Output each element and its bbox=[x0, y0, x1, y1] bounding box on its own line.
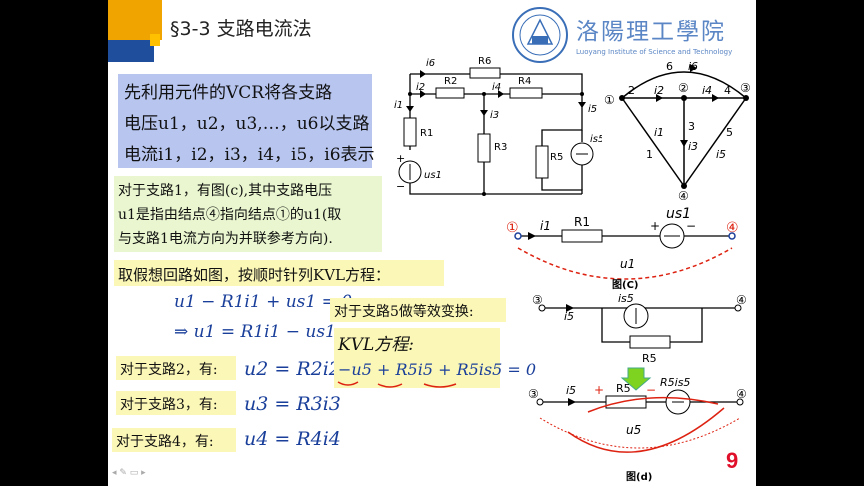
graph-i1-label: i1 bbox=[654, 126, 664, 139]
figd-minus-label: − bbox=[646, 383, 656, 397]
graph-branch-2-label: 2 bbox=[628, 84, 635, 97]
kvl-box: KVL方程: −u5 + R5i5 + R5is5 = 0 bbox=[334, 328, 536, 388]
kvl-label: KVL方程: bbox=[338, 335, 414, 355]
circuit-i3-label: i3 bbox=[490, 110, 499, 121]
figc-us1-label: us1 bbox=[666, 206, 691, 222]
graph-i6-label: i6 bbox=[688, 60, 698, 73]
graph-node-3: ③ bbox=[740, 81, 751, 95]
graph-node-1: ① bbox=[604, 93, 615, 107]
slide-title: §3-3 支路电流法 bbox=[170, 18, 312, 40]
branch4-label-box: 对于支路4，有: bbox=[112, 428, 236, 452]
circuit-i1-label: i1 bbox=[394, 100, 403, 111]
kvl-equation-1: u1 − R1i1 + us1 = 0 bbox=[174, 292, 353, 312]
circuit-i4-label: i4 bbox=[492, 82, 501, 93]
figc-minus-label: − bbox=[686, 219, 696, 233]
title-accent-yellow bbox=[150, 34, 160, 46]
branch5-note: 对于支路5做等效变换: bbox=[334, 304, 474, 320]
circuit-R3-label: R3 bbox=[494, 142, 507, 153]
circuit-plus-label: + bbox=[396, 152, 405, 165]
figc-u1-label: u1 bbox=[620, 257, 635, 271]
loop-note-text: 取假想回路如图，按顺时针列KVL方程： bbox=[118, 266, 391, 284]
graph-node-4: ④ bbox=[678, 189, 689, 200]
branch1-note-line-1: 对于支路1，有图(c),其中支路电压 bbox=[118, 183, 333, 199]
circuit-us1-label: us1 bbox=[424, 170, 442, 181]
circuit-R5-label: R5 bbox=[550, 152, 563, 163]
main-circuit-diagram: i6 R6 i2 R2 i4 R4 i1 R1 i3 R3 i5 is5 R5 … bbox=[394, 56, 602, 196]
logo-chinese-name: 洛陽理工學院 bbox=[576, 19, 726, 45]
figc-caption: 图(C) bbox=[612, 279, 638, 291]
branch1-note-line-2: u1是指由结点④指向结点①的u1(取 bbox=[118, 207, 342, 223]
figd-R5is5-label: R5is5 bbox=[660, 378, 690, 389]
circuit-R2-label: R2 bbox=[444, 76, 457, 87]
figc-R1-label: R1 bbox=[574, 215, 590, 229]
circuit-R6-label: R6 bbox=[478, 56, 491, 67]
logo-english-name: Luoyang Institute of Science and Technol… bbox=[576, 48, 733, 56]
intro-line-1: 先利用元件的VCR将各支路 bbox=[124, 83, 333, 103]
graph-i2-label: i2 bbox=[654, 84, 664, 97]
kvl-equation: −u5 + R5i5 + R5is5 = 0 bbox=[338, 360, 537, 379]
branch3-label: 对于支路3，有: bbox=[120, 397, 218, 413]
figure-d-diagram: ③ ④ i5 R5 R5is5 + − u5 图(d) bbox=[528, 378, 747, 483]
graph-branch-4-label: 4 bbox=[724, 84, 731, 97]
graph-i3-label: i3 bbox=[688, 140, 698, 153]
graph-branch-6-label: 6 bbox=[666, 60, 673, 73]
figd-node-left: ③ bbox=[528, 387, 539, 401]
page-number: 9 bbox=[726, 448, 739, 473]
figd-R5-label: R5 bbox=[616, 382, 631, 395]
graph-i5-label: i5 bbox=[716, 148, 726, 161]
intro-box: 先利用元件的VCR将各支路 电压u1，u2，u3,…，u6以支路 电流i1，i2… bbox=[118, 74, 375, 168]
branch3-label-box: 对于支路3，有: bbox=[116, 391, 236, 415]
figd-i5-label: i5 bbox=[566, 384, 576, 397]
university-logo: 洛陽理工學院 Luoyang Institute of Science and … bbox=[510, 6, 754, 66]
branch1-note-box: 对于支路1，有图(c),其中支路电压 u1是指由结点④指向结点①的u1(取 与支… bbox=[114, 176, 382, 252]
graph-branch-1-label: 1 bbox=[646, 148, 653, 161]
circuit-R4-label: R4 bbox=[518, 76, 531, 87]
graph-branch-5-label: 5 bbox=[726, 126, 733, 139]
transform-down-arrow-icon bbox=[620, 367, 652, 391]
branch2-label-box: 对于支路2，有: bbox=[116, 356, 236, 380]
branch5-note-box: 对于支路5做等效变换: bbox=[330, 298, 506, 322]
intro-line-2: 电压u1，u2，u3,…，u6以支路 bbox=[124, 114, 370, 134]
figc-node-left: ① bbox=[506, 220, 519, 236]
figure-c-diagram: ① ④ i1 R1 us1 + − u1 图(C) bbox=[506, 206, 739, 291]
figc-node-right: ④ bbox=[726, 220, 739, 236]
circuit-minus-label: − bbox=[396, 180, 405, 193]
title-accent-orange bbox=[108, 0, 162, 40]
slide: §3-3 支路电流法 洛陽理工學院 Luoyang Institute of S… bbox=[108, 0, 756, 486]
kvl-equation-2: ⇒ u1 = R1i1 − us1 bbox=[174, 322, 336, 342]
figd-u5-label: u5 bbox=[626, 423, 641, 437]
branch5-node-left: ③ bbox=[532, 294, 543, 307]
graph-i4-label: i4 bbox=[702, 84, 712, 97]
branch3-equation: u3 = R3i3 bbox=[244, 393, 341, 415]
slide-toolbar-icons[interactable]: ◂ ✎ ▭ ▸ bbox=[112, 468, 146, 478]
graph-branch-3-label: 3 bbox=[688, 120, 695, 133]
title-accent-blue bbox=[108, 40, 154, 62]
branch5-node-right: ④ bbox=[736, 294, 747, 307]
circuit-i5-label: i5 bbox=[588, 104, 597, 115]
figd-node-right: ④ bbox=[736, 387, 747, 401]
branch5-equivalent-diagram: ③ ④ i5 is5 R5 bbox=[532, 294, 747, 365]
circuit-is5-label: is5 bbox=[590, 134, 602, 145]
branch4-equation: u4 = R4i4 bbox=[244, 428, 341, 450]
branch5-i5-label: i5 bbox=[564, 310, 574, 323]
university-seal-icon bbox=[512, 7, 568, 63]
figd-plus-label: + bbox=[594, 383, 604, 397]
circuit-i2-label: i2 bbox=[416, 82, 425, 93]
loop-note-box: 取假想回路如图，按顺时针列KVL方程： bbox=[114, 260, 444, 286]
branch1-note-line-3: 与支路1电流方向为并联参考方向). bbox=[118, 231, 333, 247]
branch2-label: 对于支路2，有: bbox=[120, 362, 218, 378]
figc-plus-label: + bbox=[650, 219, 660, 233]
circuit-R1-label: R1 bbox=[420, 128, 433, 139]
graph-node-2: ② bbox=[678, 81, 689, 95]
branch5-R5-label: R5 bbox=[642, 352, 657, 365]
kvl-underline-marks bbox=[337, 381, 457, 388]
circuit-graph-diagram: 6 i6 2 i2 i4 4 i1 1 3 i3 5 i5 ① ② ③ ④ bbox=[604, 60, 751, 200]
branch4-label: 对于支路4，有: bbox=[116, 434, 214, 450]
figd-caption: 图(d) bbox=[626, 471, 652, 483]
branch2-equation: u2 = R2i2 bbox=[244, 358, 341, 380]
figc-i1-label: i1 bbox=[540, 219, 551, 233]
circuit-i6-label: i6 bbox=[426, 58, 435, 69]
intro-line-3: 电流i1，i2，i3，i4，i5，i6表示 bbox=[124, 145, 375, 165]
branch5-is5-label: is5 bbox=[618, 294, 634, 305]
